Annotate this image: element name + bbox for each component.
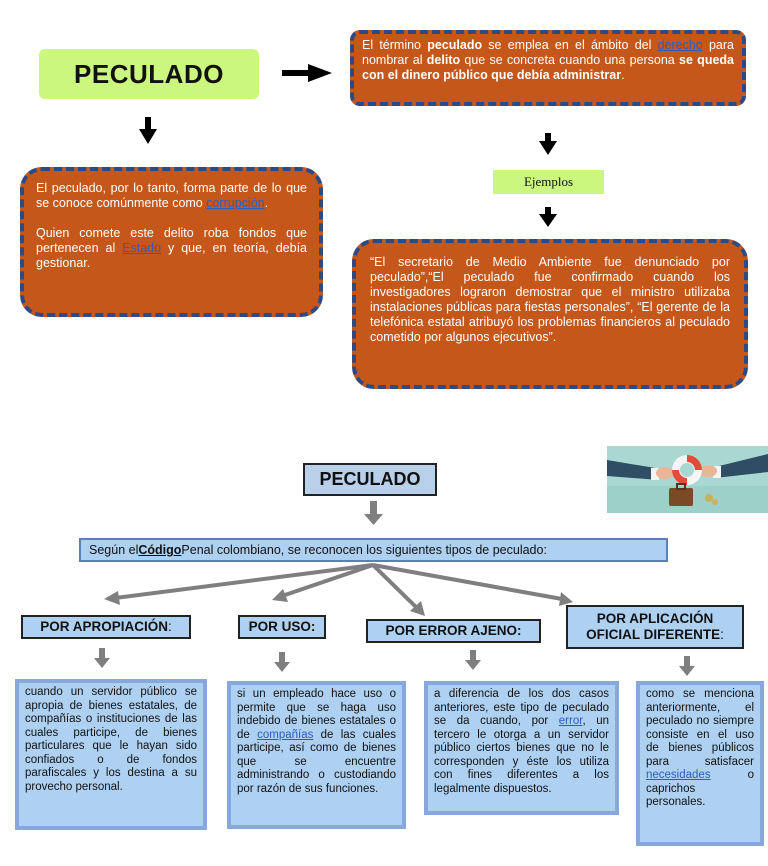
desc-aplicacion-oficial: como se menciona anteriormente, el pecul… <box>636 681 764 846</box>
arrow-down-icon <box>364 501 383 525</box>
category-uso: POR USO: <box>238 615 326 639</box>
explanation-paragraph-1: El peculado, por lo tanto, forma parte d… <box>36 181 307 211</box>
link-error[interactable]: error <box>559 715 583 727</box>
link-codigo[interactable]: Código <box>138 543 181 557</box>
arrow-down-icon <box>539 207 557 227</box>
branch-arrows <box>104 565 573 616</box>
arrow-down-icon <box>139 117 157 144</box>
link-necesidades[interactable]: necesidades <box>646 769 711 781</box>
second-title-box: PECULADO <box>303 463 437 496</box>
arrow-down-icon <box>539 133 557 155</box>
arrow-down-icon <box>94 648 110 668</box>
category-aplicacion-oficial: POR APLICACIÓN OFICIAL DIFERENTE: <box>566 605 744 649</box>
examples-label-box: Ejemplos <box>493 170 604 194</box>
category-error-ajeno: POR ERROR AJENO: <box>366 619 541 643</box>
examples-box: “El secretario de Medio Ambiente fue den… <box>352 239 748 389</box>
link-derecho[interactable]: derecho <box>658 38 703 52</box>
link-corrupcion[interactable]: corrupción <box>206 196 264 210</box>
code-penal-line: Según el Código Penal colombiano, se rec… <box>79 538 668 562</box>
explanation-box: El peculado, por lo tanto, forma parte d… <box>20 167 323 317</box>
second-title: PECULADO <box>319 469 420 490</box>
desc-error-ajeno: a diferencia de los dos casos anteriores… <box>424 681 619 815</box>
category-apropiacion: POR APROPIACIÓN: <box>21 615 191 639</box>
arrow-right-icon <box>282 64 332 82</box>
examples-text: “El secretario de Medio Ambiente fue den… <box>370 255 730 345</box>
examples-label: Ejemplos <box>524 174 573 190</box>
desc-apropiacion: cuando un servidor público se apropia de… <box>15 679 207 830</box>
arrow-down-icon <box>679 656 695 676</box>
link-estado[interactable]: Estado <box>122 241 161 255</box>
definition-text: El término peculado se emplea en el ámbi… <box>362 38 734 83</box>
arrow-down-icon <box>465 650 481 670</box>
definition-box: El término peculado se emplea en el ámbi… <box>350 30 746 106</box>
explanation-paragraph-2: Quien comete este delito roba fondos que… <box>36 226 307 271</box>
bottom-arrows <box>0 495 768 685</box>
arrow-down-icon <box>274 652 290 672</box>
desc-uso: si un empleado hace uso o permite que se… <box>227 681 406 829</box>
link-companias[interactable]: compañías <box>257 729 313 741</box>
